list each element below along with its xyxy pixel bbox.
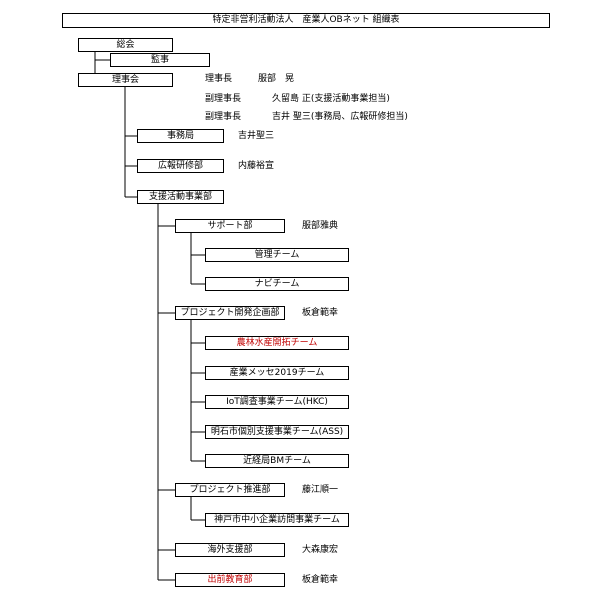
project-dev-team-1-box: 農林水産開拓チーム: [205, 336, 349, 350]
vice-chairman-2-role: 副理事長: [205, 112, 242, 122]
project-dev-team-5-box: 近経局BMチーム: [205, 454, 349, 468]
project-dev-head: 板倉範幸: [302, 308, 339, 318]
overseas-head: 大森康宏: [302, 545, 339, 555]
project-promo-team-1-box: 神戸市中小企業訪問事業チーム: [205, 513, 349, 527]
project-promo-box: プロジェクト推進部: [175, 483, 285, 497]
project-promo-head: 藤江順一: [302, 485, 339, 495]
support-division-box: 支援活動事業部: [137, 190, 224, 204]
overseas-box: 海外支援部: [175, 543, 285, 557]
chart-title: 特定非営利活動法人 産業人OBネット 組織表: [62, 13, 550, 28]
outreach-head: 板倉範幸: [302, 575, 339, 585]
project-dev-team-3-box: IoT調査事業チーム(HKC): [205, 395, 349, 409]
vice-chairman-1-role: 副理事長: [205, 94, 242, 104]
support-team-1-box: 管理チーム: [205, 248, 349, 262]
vice-chairman-2-name: 吉井 聖三(事務局、広報研修担当): [272, 112, 408, 122]
outreach-box: 出前教育部: [175, 573, 285, 587]
secretariat-box: 事務局: [137, 129, 224, 143]
project-dev-team-2-box: 産業メッセ2019チーム: [205, 366, 349, 380]
pr-training-box: 広報研修部: [137, 159, 224, 173]
secretariat-head: 吉井聖三: [238, 131, 275, 141]
pr-training-head: 内藤裕宣: [238, 161, 275, 171]
project-dev-box: プロジェクト開発企画部: [175, 306, 285, 320]
vice-chairman-1-name: 久留島 正(支援活動事業担当): [272, 94, 390, 104]
support-team-2-box: ナビチーム: [205, 277, 349, 291]
chairman-role: 理事長: [205, 74, 233, 84]
board-box: 理事会: [78, 73, 173, 87]
support-dept-head: 服部雅典: [302, 221, 339, 231]
chairman-name: 服部 晃: [258, 74, 295, 84]
project-dev-team-4-box: 明石市個別支援事業チーム(ASS): [205, 425, 349, 439]
support-dept-box: サポート部: [175, 219, 285, 233]
general-meeting-box: 総会: [78, 38, 173, 52]
auditor-box: 監事: [110, 53, 210, 67]
